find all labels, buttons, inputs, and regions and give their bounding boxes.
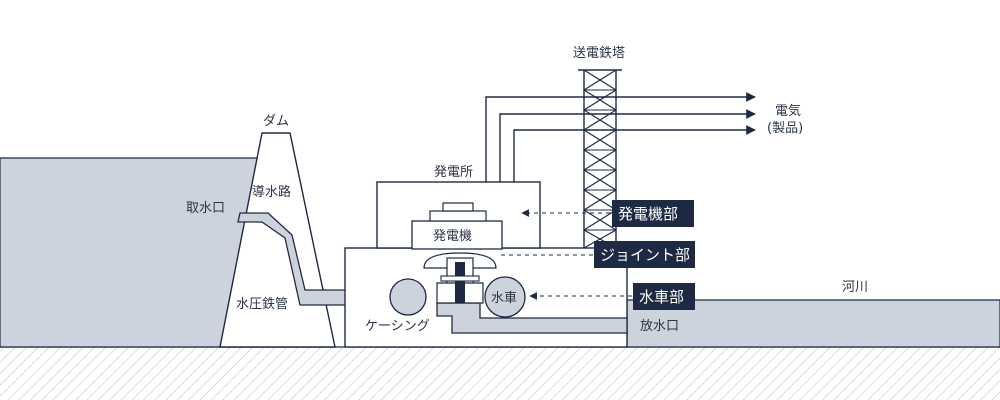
turbine-runner xyxy=(484,276,526,318)
turbine-part-tag-bg xyxy=(633,283,695,310)
joint-shaft xyxy=(455,262,465,302)
tower-label: 送電鉄塔 xyxy=(573,46,625,61)
dam-label: ダム xyxy=(263,114,289,129)
tailrace-label: 放水口 xyxy=(640,319,679,334)
intake-label: 取水口 xyxy=(186,201,225,216)
penstock-label: 水圧鉄管 xyxy=(236,297,288,312)
river-label: 河川 xyxy=(842,280,868,295)
generator-top xyxy=(429,210,487,222)
casing-label: ケーシング xyxy=(365,319,430,334)
turbine-part-tag: 水車部 xyxy=(639,288,684,306)
power-line-1 xyxy=(485,92,756,182)
generator-cap xyxy=(442,202,474,212)
casing-spiral xyxy=(389,278,427,316)
generator-part-tag: 発電機部 xyxy=(618,205,678,223)
joint-flange xyxy=(440,275,480,282)
power-line-3 xyxy=(513,125,756,182)
generator-label: 発電機 xyxy=(433,229,472,244)
joint-part-tag-bg xyxy=(594,241,695,268)
ground-hatch xyxy=(0,347,1000,400)
joint-shaft-lower xyxy=(455,283,465,303)
power-line-2 xyxy=(499,109,756,182)
product-label: (製品) xyxy=(767,121,803,136)
headrace-label: 導水路 xyxy=(252,184,291,200)
powerhouse-label: 発電所 xyxy=(434,165,473,180)
generator-box xyxy=(411,220,503,250)
reservoir-water xyxy=(0,157,259,348)
joint-part-tag: ジョイント部 xyxy=(600,246,690,264)
electricity-label: 電気 xyxy=(775,103,801,119)
turbine-label: 水車 xyxy=(491,291,517,306)
generator-part-tag-bg xyxy=(612,200,694,227)
draft-tube xyxy=(436,302,628,334)
